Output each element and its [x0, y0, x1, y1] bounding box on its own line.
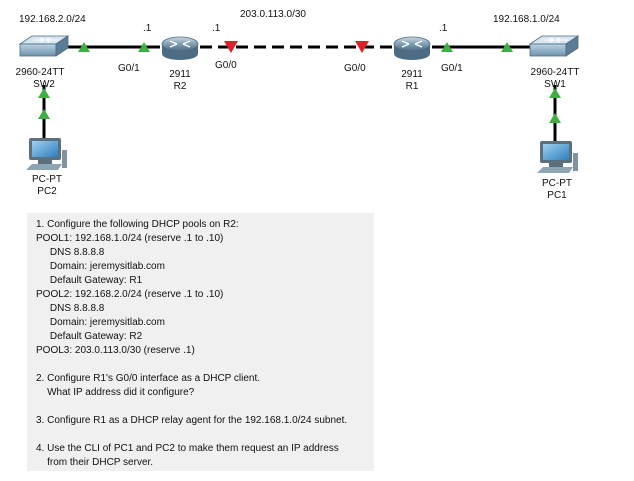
- router-r1-icon[interactable]: [393, 36, 431, 60]
- pc-pc1-icon[interactable]: [537, 141, 578, 173]
- interface-label-r1-g00: G0/0: [344, 63, 366, 74]
- addr-label-r2-wan: .1: [212, 23, 221, 34]
- instruction-line: from their DHCP server.: [36, 457, 154, 468]
- instruction-line: POOL3: 203.0.113.0/30 (reserve .1): [36, 345, 195, 356]
- instruction-line: 1. Configure the following DHCP pools on…: [36, 219, 239, 230]
- interface-label-r2-g00: G0/0: [215, 60, 237, 71]
- instruction-line: Domain: jeremysitlab.com: [36, 317, 165, 328]
- instruction-line: What IP address did it configure?: [36, 387, 195, 398]
- instruction-line: POOL1: 192.168.1.0/24 (reserve .1 to .10…: [36, 233, 224, 244]
- instruction-line: Default Gateway: R1: [36, 275, 143, 286]
- interface-label-r1-g01: G0/1: [441, 63, 463, 74]
- link-down-icon: [224, 41, 238, 53]
- link-up-icon: [138, 42, 150, 52]
- link-up-icon: [501, 42, 513, 52]
- instruction-line: Default Gateway: R2: [36, 331, 143, 342]
- switch-sw1-icon[interactable]: [528, 35, 580, 57]
- device-model-r2: 2911: [169, 69, 191, 80]
- instruction-line: DNS 8.8.8.8: [36, 303, 105, 314]
- device-name-r1: R1: [405, 81, 419, 92]
- device-name-sw2: SW2: [33, 79, 55, 90]
- network-label-wan: 203.0.113.0/30: [240, 9, 306, 20]
- device-name-sw1: SW1: [544, 79, 566, 90]
- instructions-note: 1. Configure the following DHCP pools on…: [27, 213, 374, 471]
- device-model-r1: 2911: [401, 69, 423, 80]
- addr-label-r1-right: .1: [439, 23, 448, 34]
- link-down-icon: [355, 41, 369, 53]
- link-up-icon: [549, 88, 561, 98]
- device-name-pc1: PC1: [547, 190, 567, 201]
- device-model-pc2: PC-PT: [32, 174, 62, 185]
- link-up-icon: [441, 42, 453, 52]
- instruction-line: Domain: jeremysitlab.com: [36, 261, 165, 272]
- device-model-pc1: PC-PT: [542, 178, 572, 189]
- link-up-icon: [78, 42, 90, 52]
- instruction-line: POOL2: 192.168.2.0/24 (reserve .1 to .10…: [36, 289, 224, 300]
- instruction-line: 2. Configure R1's G0/0 interface as a DH…: [36, 373, 261, 384]
- network-topology: [18, 35, 580, 173]
- addr-label-r2-left: .1: [143, 23, 152, 34]
- instruction-line: 4. Use the CLI of PC1 and PC2 to make th…: [36, 443, 339, 454]
- instruction-line: 3. Configure R1 as a DHCP relay agent fo…: [36, 415, 348, 426]
- router-r2-icon[interactable]: [161, 36, 199, 60]
- switch-sw2-icon[interactable]: [18, 35, 70, 57]
- link-up-icon: [38, 88, 50, 98]
- network-label-right-lan: 192.168.1.0/24: [493, 14, 560, 25]
- interface-label-r2-g01: G0/1: [118, 63, 140, 74]
- instruction-line: DNS 8.8.8.8: [36, 247, 105, 258]
- link-up-icon: [549, 113, 561, 123]
- pc-pc2-icon[interactable]: [26, 138, 67, 170]
- device-name-r2: R2: [173, 81, 187, 92]
- network-label-left-lan: 192.168.2.0/24: [19, 14, 86, 25]
- device-model-sw2: 2960-24TT: [15, 67, 65, 78]
- device-model-sw1: 2960-24TT: [530, 67, 580, 78]
- link-up-icon: [38, 109, 50, 119]
- device-name-pc2: PC2: [37, 186, 57, 197]
